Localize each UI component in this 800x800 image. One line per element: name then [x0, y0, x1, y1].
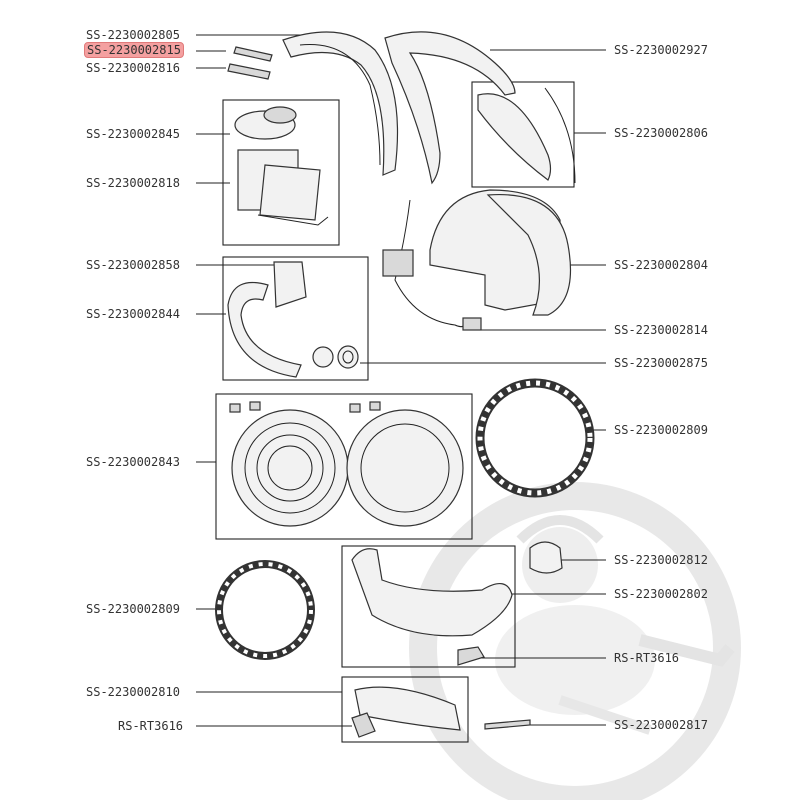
- wheel-cap-part[interactable]: [529, 541, 563, 574]
- label-ss-2230002805[interactable]: SS-2230002805: [86, 28, 180, 42]
- ring-left-part[interactable]: [215, 560, 315, 660]
- main-body-part[interactable]: [382, 189, 572, 331]
- air-duct-assembly[interactable]: [227, 261, 359, 378]
- side-panel-part[interactable]: [477, 93, 552, 181]
- label-rs-rt3616-left[interactable]: RS-RT3616: [118, 719, 184, 733]
- ring-right-part[interactable]: [475, 378, 595, 498]
- rs-rt3616-part-left[interactable]: [351, 712, 376, 738]
- filter-assembly[interactable]: [234, 106, 329, 226]
- latch-part[interactable]: [227, 63, 271, 80]
- top-cover-part[interactable]: [384, 31, 516, 185]
- label-ss-2230002814[interactable]: SS-2230002814: [614, 323, 708, 337]
- label-ss-2230002817[interactable]: SS-2230002817: [614, 718, 708, 732]
- leader-lines-left: [196, 34, 352, 727]
- label-ss-2230002802[interactable]: SS-2230002802: [614, 587, 708, 601]
- label-rs-rt3616-right[interactable]: RS-RT3616: [614, 651, 680, 665]
- rs-rt3616-part-right[interactable]: [457, 646, 485, 666]
- base-part[interactable]: [351, 548, 513, 637]
- label-ss-2230002816[interactable]: SS-2230002816: [86, 61, 180, 75]
- label-ss-2230002843[interactable]: SS-2230002843: [86, 455, 180, 469]
- label-ss-2230002845[interactable]: SS-2230002845: [86, 127, 180, 141]
- label-ss-2230002927[interactable]: SS-2230002927: [614, 43, 708, 57]
- leader-lines-right: [360, 49, 606, 726]
- label-ss-2230002806[interactable]: SS-2230002806: [614, 126, 708, 140]
- vacuum-mascot-watermark-icon: [409, 482, 741, 800]
- label-ss-2230002809-right[interactable]: SS-2230002809: [614, 423, 708, 437]
- label-ss-2230002812[interactable]: SS-2230002812: [614, 553, 708, 567]
- part-group-boxes: [215, 81, 575, 743]
- handle-part[interactable]: [282, 31, 399, 176]
- label-ss-2230002858[interactable]: SS-2230002858: [86, 258, 180, 272]
- bottom-tray-part[interactable]: [354, 686, 461, 731]
- small-strip-part[interactable]: [484, 719, 531, 730]
- label-ss-2230002804[interactable]: SS-2230002804: [614, 258, 708, 272]
- label-ss-2230002815[interactable]: SS-2230002815: [84, 42, 184, 58]
- label-ss-2230002809-left[interactable]: SS-2230002809: [86, 602, 180, 616]
- clip-part[interactable]: [233, 46, 273, 62]
- label-ss-2230002844[interactable]: SS-2230002844: [86, 307, 180, 321]
- label-ss-2230002818[interactable]: SS-2230002818: [86, 176, 180, 190]
- label-ss-2230002810[interactable]: SS-2230002810: [86, 685, 180, 699]
- label-ss-2230002875[interactable]: SS-2230002875: [614, 356, 708, 370]
- grill-assembly[interactable]: [229, 401, 464, 527]
